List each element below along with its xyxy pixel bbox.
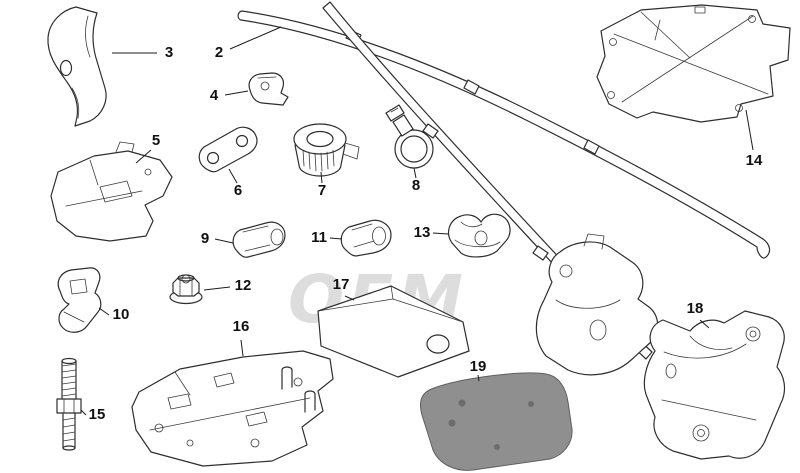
part-8-clamp	[385, 104, 434, 169]
svg-text:14: 14	[746, 152, 763, 169]
svg-text:15: 15	[89, 406, 106, 423]
svg-text:11: 11	[311, 229, 327, 246]
part-label-11: 11	[311, 229, 343, 246]
part-6-link-plate	[198, 126, 258, 173]
svg-text:18: 18	[687, 300, 704, 317]
part-17-pouch	[317, 285, 470, 378]
part-16-base-plate	[131, 350, 334, 467]
svg-text:13: 13	[414, 224, 431, 241]
svg-text:19: 19	[470, 358, 487, 375]
svg-text:12: 12	[235, 277, 252, 294]
svg-text:8: 8	[412, 177, 420, 194]
svg-text:4: 4	[210, 87, 219, 104]
part-18-bracket-left	[535, 233, 659, 376]
part-label-14: 14	[745, 109, 763, 169]
part-9-clip	[232, 221, 286, 258]
part-label-4: 4	[210, 87, 249, 104]
svg-text:5: 5	[152, 132, 160, 149]
rail-clip-tab	[422, 123, 439, 139]
pad-dot	[494, 444, 500, 450]
part-label-15: 15	[80, 406, 106, 423]
part-label-9: 9	[201, 230, 234, 247]
part-label-10: 10	[98, 306, 130, 323]
part-19-sound-pad	[420, 372, 573, 471]
labels: 2 3 4 5 6 7 8 9	[80, 26, 763, 423]
part-4-clip	[248, 72, 289, 106]
part-13-clip	[448, 213, 511, 258]
part-12-flange-nut	[169, 274, 203, 305]
part-2-rail-upper	[237, 10, 771, 259]
part-label-18: 18	[687, 300, 710, 329]
svg-text:7: 7	[318, 182, 326, 199]
svg-text:16: 16	[233, 318, 250, 335]
part-label-19: 19	[470, 358, 487, 382]
svg-text:10: 10	[113, 306, 130, 323]
part-18-brackets	[535, 233, 786, 460]
pad-dot	[528, 401, 534, 407]
part-label-3: 3	[112, 44, 173, 61]
part-label-13: 13	[414, 224, 449, 241]
part-3-pillar-bracket	[47, 6, 107, 127]
rail-clip-tab	[583, 139, 600, 155]
part-label-6: 6	[228, 168, 242, 199]
part-18-bracket-right	[643, 310, 786, 460]
rail-clip-tab	[463, 79, 480, 95]
part-11-clip	[340, 219, 392, 257]
part-label-8: 8	[412, 167, 420, 194]
part-10-clip	[57, 267, 102, 333]
pad-dot	[458, 399, 466, 407]
part-label-17: 17	[333, 276, 355, 301]
part-15-stud	[56, 357, 82, 451]
part-label-16: 16	[233, 318, 250, 357]
svg-text:3: 3	[165, 44, 173, 61]
part-label-7: 7	[318, 171, 326, 199]
svg-text:2: 2	[215, 44, 223, 61]
part-14-mounting-panel	[596, 4, 791, 123]
svg-text:17: 17	[333, 276, 350, 293]
part-label-12: 12	[203, 277, 252, 294]
svg-text:9: 9	[201, 230, 209, 247]
part-5-bracket	[50, 141, 173, 242]
part-7-grommet	[293, 123, 360, 177]
svg-text:6: 6	[234, 182, 242, 199]
rail-clip-tab	[532, 245, 549, 261]
part-label-2: 2	[215, 26, 282, 61]
part-label-5: 5	[135, 132, 160, 164]
pad-dot	[448, 419, 456, 427]
